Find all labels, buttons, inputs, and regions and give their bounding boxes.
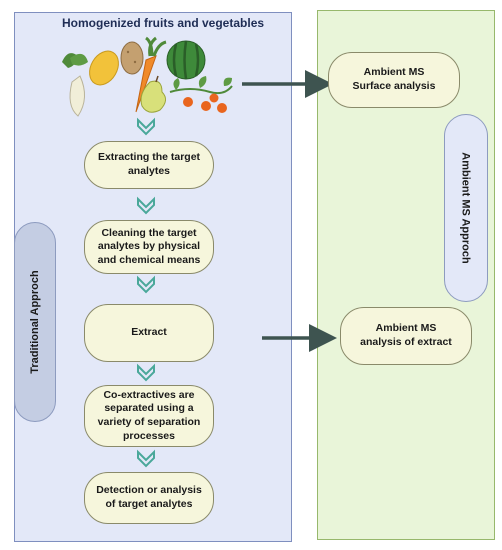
step-detection: Detection or analysis of target analytes	[84, 472, 214, 524]
pear-icon	[140, 75, 166, 113]
watermelon-icon	[166, 40, 206, 80]
tomato-vine-icon	[169, 76, 233, 113]
step-cleaning: Cleaning the target analytes by physical…	[84, 220, 214, 274]
potato-icon	[120, 41, 144, 75]
turnip-icon	[62, 53, 88, 117]
ambient-surface-analysis: Ambient MS Surface analysis	[328, 52, 460, 108]
down-chevron-icon	[137, 449, 155, 468]
down-chevron-icon	[137, 196, 155, 215]
ambient-extract-analysis: Ambient MS analysis of extract	[340, 307, 472, 365]
ambient-approach-pill: Ambient MS Approch	[444, 114, 488, 302]
down-chevron-icon	[137, 117, 155, 136]
traditional-approach-label: Traditional Approch	[29, 270, 41, 374]
traditional-approach-pill: Traditional Approch	[14, 222, 56, 422]
mango-icon	[89, 50, 119, 86]
down-chevron-icon	[137, 363, 155, 382]
step-extracting: Extracting the target analytes	[84, 141, 214, 189]
step-separation: Co-extractives are separated using a var…	[84, 385, 214, 447]
step-extract: Extract	[84, 304, 214, 362]
header-title: Homogenized fruits and vegetables	[62, 16, 265, 30]
down-chevron-icon	[137, 275, 155, 294]
ambient-approach-label: Ambient MS Approch	[460, 152, 472, 264]
